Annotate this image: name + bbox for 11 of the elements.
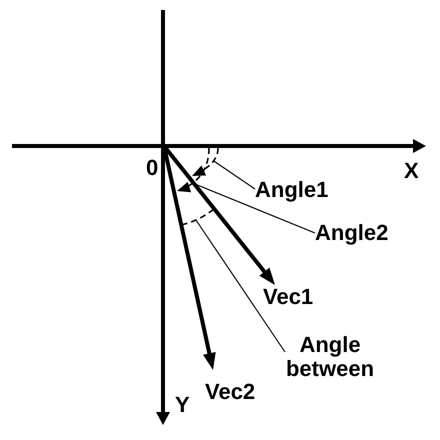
axis-label: X bbox=[404, 159, 419, 183]
angle-arc bbox=[192, 148, 219, 176]
origin-label: 0 bbox=[146, 156, 158, 180]
angle-arc bbox=[180, 208, 214, 226]
angle-label: Angle between bbox=[285, 333, 375, 381]
leader-line bbox=[213, 160, 256, 190]
angle-arc bbox=[177, 148, 210, 192]
angle-label: Angle2 bbox=[315, 221, 388, 245]
angle-label: Angle1 bbox=[255, 178, 328, 202]
vector-label: Vec2 bbox=[205, 380, 256, 404]
axis-label: Y bbox=[175, 393, 190, 417]
